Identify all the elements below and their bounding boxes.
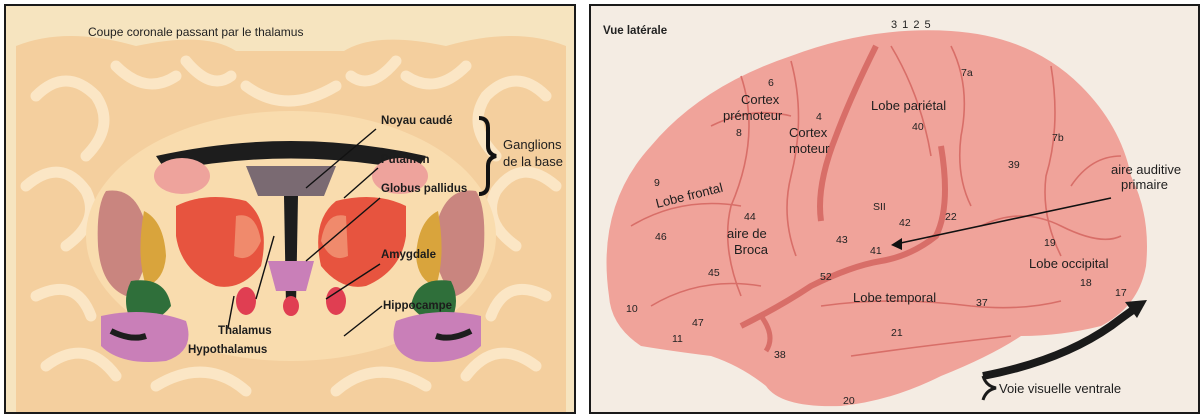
- label-cortex-premoteur-2: prémoteur: [723, 108, 783, 123]
- label-globus-pallidus: Globus pallidus: [381, 183, 467, 195]
- area-44: 44: [744, 211, 756, 223]
- area-9: 9: [654, 177, 660, 189]
- coronal-section-panel: Coupe coronale passant par le thalamus N…: [4, 4, 576, 414]
- area-21: 21: [891, 327, 903, 339]
- area-22: 22: [945, 211, 957, 223]
- coronal-section-figure: Coupe coronale passant par le thalamus N…: [16, 25, 566, 412]
- label-cortex-moteur-1: Cortex: [789, 125, 828, 140]
- area-45: 45: [708, 267, 720, 279]
- area-20: 20: [843, 395, 855, 407]
- label-hippocampe: Hippocampe: [383, 300, 452, 312]
- label-cortex-premoteur-1: Cortex: [741, 92, 780, 107]
- label-lobe-parietal: Lobe pariétal: [871, 98, 946, 113]
- top-numbers: 3 1 2 5: [891, 19, 932, 31]
- area-37: 37: [976, 297, 988, 309]
- label-lobe-temporal: Lobe temporal: [853, 290, 936, 305]
- label-primaire: primaire: [1121, 177, 1168, 192]
- area-43: 43: [836, 234, 848, 246]
- area-4: 4: [816, 111, 822, 123]
- label-aire-auditive: aire auditive: [1111, 162, 1181, 177]
- label-lobe-occipital: Lobe occipital: [1029, 256, 1109, 271]
- lateral-title: Vue latérale: [603, 25, 667, 37]
- area-8: 8: [736, 127, 742, 139]
- lateral-view-figure: Vue latérale 3 1 2 5 Cortex prémoteur Co…: [603, 19, 1181, 407]
- area-40: 40: [912, 121, 924, 133]
- area-38: 38: [774, 349, 786, 361]
- area-6: 6: [768, 77, 774, 89]
- area-7a: 7a: [961, 67, 973, 79]
- area-10: 10: [626, 303, 638, 315]
- label-voie-visuelle-ventrale: Voie visuelle ventrale: [999, 381, 1121, 396]
- ganglia-bracket: [478, 116, 497, 196]
- label-cortex-moteur-2: moteur: [789, 141, 830, 156]
- area-41: 41: [870, 245, 882, 257]
- lateral-view-panel: Vue latérale 3 1 2 5 Cortex prémoteur Co…: [589, 4, 1200, 414]
- label-broca: Broca: [734, 242, 769, 257]
- coronal-title: Coupe coronale passant par le thalamus: [88, 25, 303, 39]
- label-hypothalamus: Hypothalamus: [188, 344, 267, 356]
- area-11: 11: [672, 333, 683, 345]
- area-SII: SII: [873, 201, 886, 213]
- area-7b: 7b: [1052, 132, 1064, 144]
- area-46: 46: [655, 231, 667, 243]
- label-aire-de: aire de: [727, 226, 767, 241]
- area-39: 39: [1008, 159, 1020, 171]
- label-ganglions: Ganglions: [503, 137, 562, 152]
- label-noyau-caude: Noyau caudé: [381, 115, 453, 127]
- label-amygdale: Amygdale: [381, 249, 436, 261]
- label-de-la-base: de la base: [503, 154, 563, 169]
- area-18: 18: [1080, 277, 1092, 289]
- area-19: 19: [1044, 237, 1056, 249]
- area-47: 47: [692, 317, 704, 329]
- area-52: 52: [820, 271, 832, 283]
- label-putamen: Putamen: [381, 154, 430, 166]
- area-17: 17: [1115, 287, 1127, 299]
- label-thalamus: Thalamus: [218, 325, 272, 337]
- area-42: 42: [899, 217, 911, 229]
